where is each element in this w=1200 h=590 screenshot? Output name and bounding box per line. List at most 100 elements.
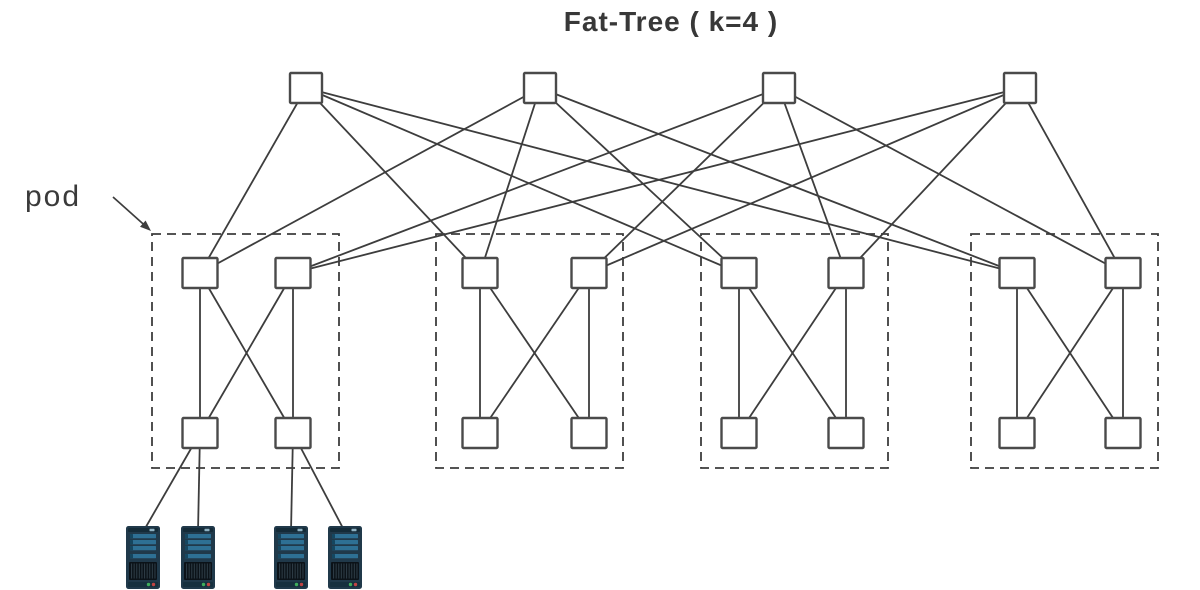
- server-vent-slit: [297, 563, 299, 579]
- server-drive-handle: [185, 554, 188, 559]
- server-footer: [276, 582, 306, 587]
- aggregation-switch: [827, 256, 865, 290]
- server-vent-slit: [201, 563, 203, 579]
- link-core-to-agg: [778, 87, 1124, 274]
- server-vent-slit: [343, 563, 345, 579]
- server-drive-handle: [332, 546, 335, 551]
- link-core-to-agg: [539, 87, 1018, 274]
- server-vent-slit: [302, 563, 304, 579]
- link-agg-to-edge: [1016, 272, 1124, 434]
- server-top-tab: [149, 528, 155, 532]
- server-drive-bay: [332, 554, 358, 559]
- server-led-red: [206, 582, 211, 587]
- server-vent-slit: [186, 563, 188, 579]
- server-icon: [126, 526, 160, 589]
- server-led-green: [201, 582, 206, 587]
- server-led-red: [353, 582, 358, 587]
- link-edge-to-server: [292, 432, 346, 533]
- server-vent-slit: [204, 563, 206, 579]
- server-vent-slit: [154, 563, 156, 579]
- server-drive-handle: [130, 540, 133, 545]
- server-drive-handle: [278, 546, 281, 551]
- server-drive-handle: [278, 534, 281, 539]
- server-drive-bay: [130, 534, 156, 539]
- aggregation-switch: [998, 256, 1036, 290]
- server-drive-handle: [185, 546, 188, 551]
- server-led-green: [294, 582, 299, 587]
- server-vent-slit: [348, 563, 350, 579]
- server-led-green: [146, 582, 151, 587]
- server-vent-slit: [141, 563, 143, 579]
- link-core-to-agg: [305, 87, 740, 274]
- server-top-tab: [351, 528, 357, 532]
- server-drive-bay: [278, 546, 304, 551]
- link-core-to-agg: [292, 87, 780, 274]
- aggregation-switch: [720, 256, 758, 290]
- edge-switch: [720, 416, 758, 450]
- server-drive-handle: [130, 534, 133, 539]
- core-switch: [761, 71, 797, 105]
- server-drive-bay: [185, 546, 211, 551]
- pod-arrow-head: [140, 220, 151, 231]
- server-drive-bay: [130, 546, 156, 551]
- server-vent-slit: [151, 563, 153, 579]
- link-agg-to-edge: [479, 272, 590, 434]
- server-vent-slit: [289, 563, 291, 579]
- server-icon: [274, 526, 308, 589]
- server-drive-bay: [332, 546, 358, 551]
- link-edge-to-server: [142, 432, 201, 533]
- link-core-to-agg: [292, 87, 1021, 274]
- core-switch: [288, 71, 324, 105]
- server-drive-handle: [278, 554, 281, 559]
- link-core-to-agg: [305, 87, 1018, 274]
- server-drive-handle: [332, 554, 335, 559]
- diagram-title: Fat-Tree ( k=4 ): [563, 6, 779, 37]
- server-vent-slit: [299, 563, 301, 579]
- server-vent-slit: [133, 563, 135, 579]
- server-drive-handle: [185, 534, 188, 539]
- link-core-to-agg: [588, 87, 1021, 274]
- pod-boundary: [151, 233, 340, 469]
- pod-boundary: [970, 233, 1159, 469]
- link-core-to-agg: [1019, 87, 1124, 274]
- link-edge-to-server: [197, 432, 201, 533]
- server-drive-bay: [130, 554, 156, 559]
- aggregation-switch: [461, 256, 499, 290]
- server-vent-slit: [131, 563, 133, 579]
- server-vent-slit: [281, 563, 283, 579]
- server-vent-slit: [136, 563, 138, 579]
- edge-switch: [570, 416, 608, 450]
- server-vent-slit: [346, 563, 348, 579]
- server-vent-slit: [338, 563, 340, 579]
- aggregation-switch: [1104, 256, 1142, 290]
- link-core-to-agg: [539, 87, 740, 274]
- link-agg-to-edge: [738, 272, 847, 434]
- server-vent-slit: [138, 563, 140, 579]
- server-drive-handle: [278, 540, 281, 545]
- server-vent-slit: [196, 563, 198, 579]
- server-vent-slit: [333, 563, 335, 579]
- server-drive-bay: [332, 534, 358, 539]
- server-vent-slit: [340, 563, 342, 579]
- server-vent-slit: [144, 563, 146, 579]
- pod-arrow-line: [112, 196, 148, 229]
- server-footer: [128, 582, 158, 587]
- server-top-tab: [204, 528, 210, 532]
- server-led-green: [348, 582, 353, 587]
- edge-switch: [181, 416, 219, 450]
- server-icon: [328, 526, 362, 589]
- server-drive-bay: [185, 554, 211, 559]
- server-drive-bay: [332, 540, 358, 545]
- server-vent-slit: [146, 563, 148, 579]
- server-vent-slit: [294, 563, 296, 579]
- link-core-to-agg: [199, 87, 307, 274]
- server-drive-handle: [185, 540, 188, 545]
- server-vent-slit: [356, 563, 358, 579]
- server-vent-slit: [149, 563, 151, 579]
- link-core-to-agg: [845, 87, 1021, 274]
- server-top-tab: [297, 528, 303, 532]
- server-led-red: [151, 582, 156, 587]
- server-footer: [183, 582, 213, 587]
- aggregation-switch: [181, 256, 219, 290]
